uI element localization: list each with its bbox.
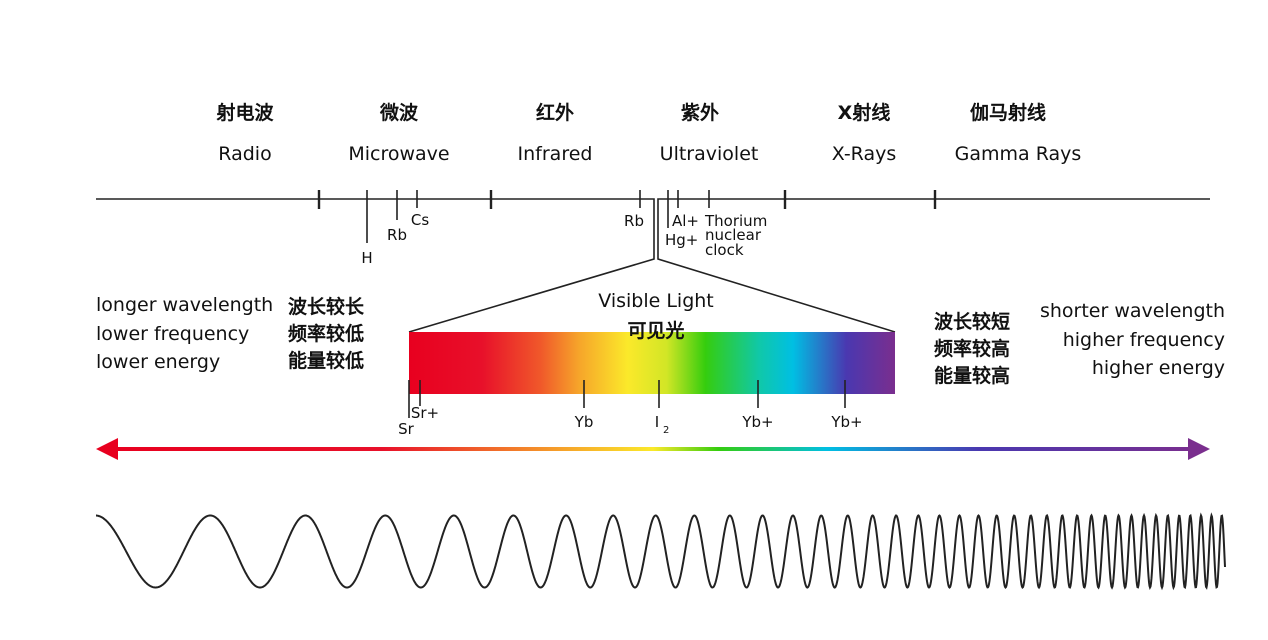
visible-spectrum-bar: [409, 332, 895, 394]
right-en-2: higher frequency: [1063, 329, 1225, 351]
left-description: longer wavelength lower frequency lower …: [96, 294, 365, 373]
label-srp: Sr+: [411, 404, 439, 422]
label-yb: Yb: [574, 413, 594, 431]
visible-light-zh: 可见光: [627, 319, 684, 342]
band-gamma-en: Gamma Rays: [955, 143, 1082, 165]
label-ybp-1: Yb+: [741, 413, 773, 431]
left-en-3: lower energy: [96, 351, 220, 373]
label-rb-ir: Rb: [624, 212, 644, 230]
right-en-3: higher energy: [1092, 357, 1225, 379]
left-en-1: longer wavelength: [96, 294, 273, 316]
label-thorium-3: clock: [705, 241, 744, 259]
band-xray-zh: X射线: [838, 101, 891, 124]
visible-light-en: Visible Light: [598, 290, 714, 312]
chirp-wave: [96, 512, 1226, 591]
label-ybp-2: Yb+: [830, 413, 862, 431]
label-thorium-1: Thorium: [704, 212, 767, 230]
band-ultraviolet-zh: 紫外: [681, 101, 719, 124]
label-i2-subscript: 2: [663, 425, 669, 436]
label-sr: Sr: [398, 420, 415, 438]
right-en-1: shorter wavelength: [1040, 300, 1225, 322]
spectrum-axis: [96, 190, 1210, 333]
band-microwave-en: Microwave: [348, 143, 449, 165]
visible-marker-labels: Sr Sr+ Yb I 2 Yb+ Yb+: [398, 404, 862, 438]
band-infrared-zh: 红外: [536, 101, 574, 124]
axis-left-segment: [96, 198, 655, 333]
label-thorium-2: nuclear: [705, 226, 762, 244]
right-zh-3: 能量较高: [934, 364, 1010, 387]
visible-ticks: [408, 380, 846, 418]
left-zh-2: 频率较低: [288, 322, 364, 345]
label-al: Al+: [672, 212, 699, 230]
right-zh-1: 波长较短: [934, 310, 1010, 333]
label-cs: Cs: [411, 211, 429, 229]
band-radio-zh: 射电波: [215, 101, 274, 124]
band-microwave-zh: 微波: [379, 101, 419, 124]
band-gamma-zh: 伽马射线: [970, 101, 1046, 124]
label-i2: I: [655, 413, 659, 431]
arrow-shaft: [110, 447, 1196, 451]
band-labels: 射电波 Radio 微波 Microwave 红外 Infrared 紫外 Ul…: [215, 101, 1081, 165]
band-ultraviolet-en: Ultraviolet: [660, 143, 759, 165]
right-description: 波长较短 频率较高 能量较高 shorter wavelength higher…: [934, 300, 1225, 387]
arrow-head-right: [1188, 438, 1210, 460]
band-radio-en: Radio: [218, 143, 271, 165]
left-zh-1: 波长较长: [288, 295, 365, 318]
label-h: H: [361, 249, 372, 267]
band-xray-en: X-Rays: [832, 143, 897, 165]
axis-marker-labels: H Rb Cs Rb Al+ Hg+ Thorium nuclear clock: [361, 211, 767, 267]
right-zh-2: 频率较高: [934, 337, 1010, 360]
gradient-double-arrow: [96, 438, 1210, 460]
left-en-2: lower frequency: [96, 323, 249, 345]
band-infrared-en: Infrared: [518, 143, 593, 165]
label-rb: Rb: [387, 226, 407, 244]
label-hg: Hg+: [665, 231, 698, 249]
arrow-head-left: [96, 438, 118, 460]
band-boundary-ticks: [317, 190, 937, 209]
left-zh-3: 能量较低: [288, 349, 364, 372]
